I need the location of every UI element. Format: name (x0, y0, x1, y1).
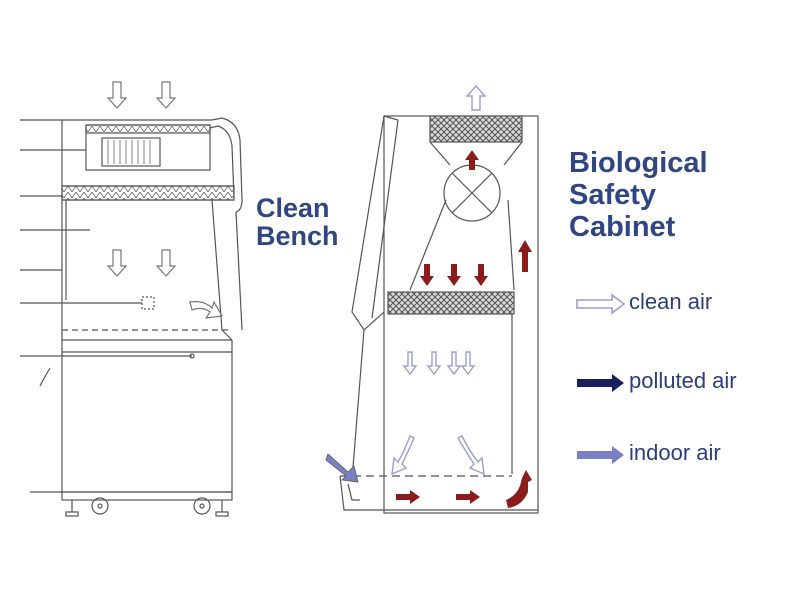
clean-bench-label-line1: Clean (256, 193, 330, 223)
clean-bench-label: Clean Bench (256, 194, 339, 250)
bsc-label: Biological Safety Cabinet (569, 147, 708, 243)
hepa-supply-filter (387, 291, 515, 315)
bsc-label-line2: Safety (569, 179, 657, 211)
legend-polluted-air-label: polluted air (629, 368, 737, 393)
clean-bench-label-line2: Bench (256, 221, 339, 251)
legend-indoor-air-label: indoor air (629, 440, 721, 465)
clean-air-arrow (106, 81, 128, 109)
hepa-exhaust-filter (429, 115, 523, 143)
legend-clean-air-arrow (576, 293, 626, 315)
bsc-label-line3: Cabinet (569, 211, 676, 243)
polluted-air-arrows (396, 150, 532, 508)
clean-air-arrow (465, 84, 487, 111)
clean-air-arrow (155, 81, 177, 109)
clean-air-arrows-bsc (391, 351, 485, 476)
legend (576, 293, 626, 464)
bsc-drawing (339, 84, 539, 514)
indoor-air-arrow (325, 453, 359, 483)
legend-clean-air-label: clean air (629, 289, 713, 314)
clean-bench-body (61, 120, 233, 493)
bsc-label-line1: Biological (569, 147, 708, 179)
clean-bench-drawing (20, 81, 243, 517)
legend-polluted-air-arrow (577, 374, 624, 392)
legend-indoor-air-arrow (577, 446, 624, 464)
